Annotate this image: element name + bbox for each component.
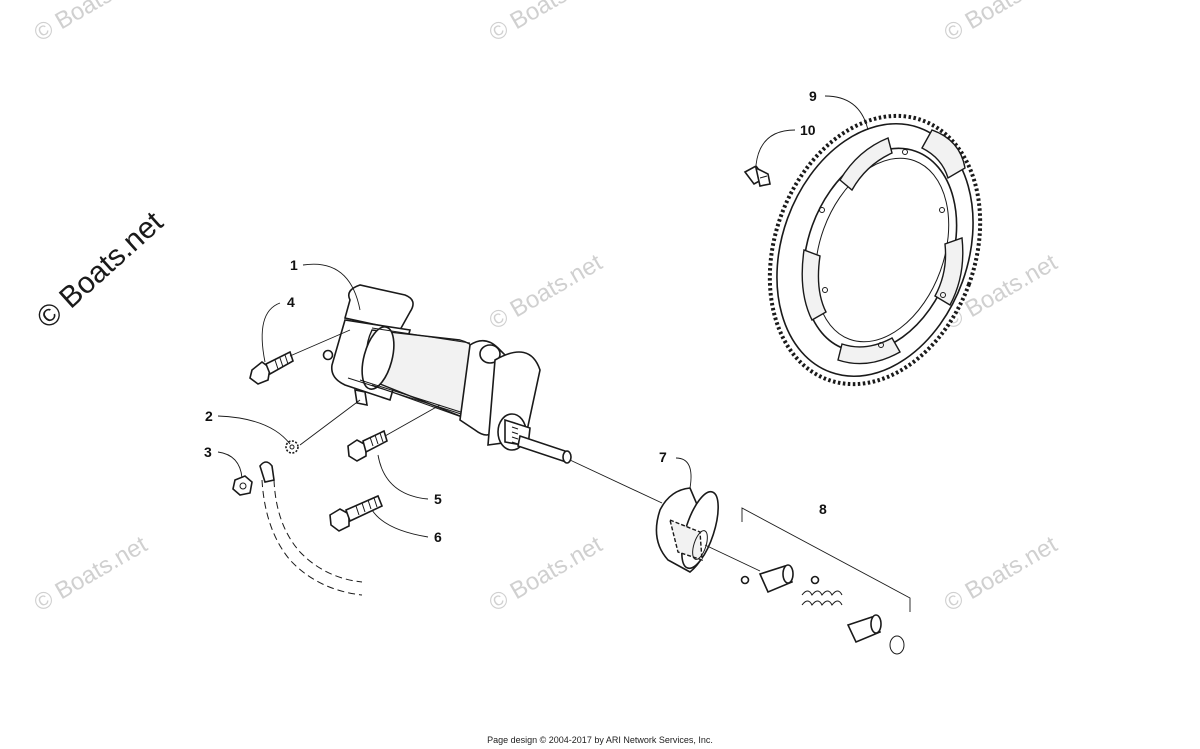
ring-gear [767, 113, 983, 387]
watermark: © Boats.net [940, 0, 1063, 47]
drive-gear [655, 487, 719, 573]
callout-4[interactable]: 4 [287, 294, 295, 310]
callout-3[interactable]: 3 [204, 444, 212, 460]
star-washer [285, 440, 299, 454]
nut [232, 475, 253, 496]
copyright-footer: Page design © 2004-2017 by ARI Network S… [487, 735, 713, 745]
callouts: 1 2 3 4 5 6 7 8 9 10 [204, 88, 827, 545]
callout-10[interactable]: 10 [800, 122, 816, 138]
callout-9[interactable]: 9 [809, 88, 817, 104]
bolt [329, 494, 384, 532]
starter-motor [322, 284, 572, 464]
callout-8[interactable]: 8 [819, 501, 827, 517]
callout-2[interactable]: 2 [205, 408, 213, 424]
watermark-large: © Boats.net [31, 205, 170, 335]
flat-head-screw [743, 164, 771, 187]
bolt [347, 429, 388, 462]
leader-lines [217, 95, 869, 538]
cable [259, 461, 363, 596]
callout-1[interactable]: 1 [290, 257, 298, 273]
watermark: © Boats.net [940, 531, 1063, 617]
watermark: © Boats.net [30, 531, 153, 617]
callout-7[interactable]: 7 [659, 449, 667, 465]
watermark: © Boats.net [485, 0, 608, 47]
bolt [249, 350, 294, 385]
callout-6[interactable]: 6 [434, 529, 442, 545]
clutch-kit [740, 564, 905, 655]
watermark: © Boats.net [485, 531, 608, 617]
kit-bracket [741, 507, 911, 612]
center-line [289, 329, 761, 572]
watermark: © Boats.net [485, 249, 608, 335]
watermark: © Boats.net [30, 0, 153, 47]
callout-5[interactable]: 5 [434, 491, 442, 507]
